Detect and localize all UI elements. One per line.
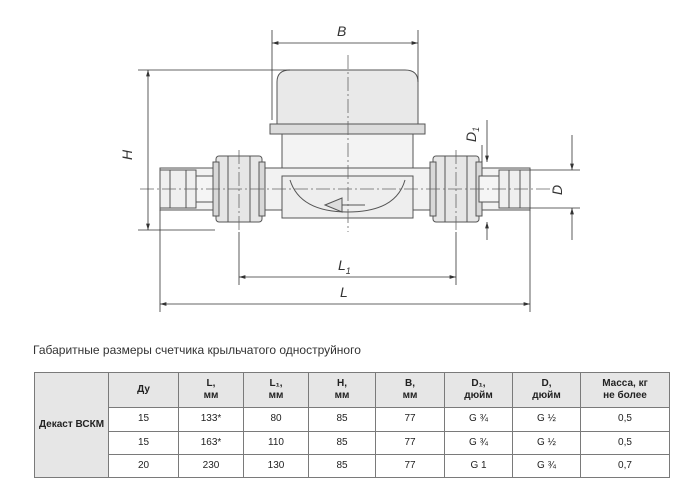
table-cell: 77	[375, 430, 445, 455]
table-cell: 85	[308, 407, 376, 432]
table-cell: G ¾	[444, 430, 513, 455]
dim-L1	[238, 232, 457, 285]
table-cell: 20	[108, 453, 179, 479]
table-cell: 130	[243, 453, 309, 479]
table-row: 15 133* 80 85 77 G ¾ G ½ 0,5	[35, 407, 670, 432]
table-row: 15 163* 110 85 77 G ¾ G ½ 0,5	[35, 430, 670, 455]
label-H: H	[119, 149, 135, 160]
header-cell: D,дюйм	[512, 371, 581, 409]
table-cell: 110	[243, 430, 309, 455]
table-cell: 163*	[178, 430, 244, 455]
dim-L	[159, 210, 531, 312]
label-D1: D1	[463, 127, 481, 142]
dim-H	[138, 69, 290, 231]
header-cell: L₁,мм	[243, 371, 309, 409]
table-cell: 85	[308, 430, 376, 455]
header-cell: H,мм	[308, 371, 376, 409]
table-cell: 85	[308, 453, 376, 479]
table-cell: 0,5	[580, 430, 670, 455]
label-L: L	[340, 284, 348, 300]
table-cell: 77	[375, 407, 445, 432]
table-row: 20 230 130 85 77 G 1 G ¾ 0,7	[35, 453, 670, 479]
label-L1: L1	[338, 257, 351, 276]
table-cell: G 1	[444, 453, 513, 479]
header-cell: B,мм	[375, 371, 445, 409]
table-cell: G ½	[512, 430, 581, 455]
table-header-row: Декаст ВСКМ Ду L,мм L₁,мм H,мм B,мм D₁,д…	[34, 371, 670, 478]
table-cell: 15	[108, 430, 179, 455]
table-cell: G ¾	[444, 407, 513, 432]
table-caption: Габаритные размеры счетчика крыльчатого …	[33, 343, 361, 357]
table-cell: G ¾	[512, 453, 581, 479]
table-cell: 77	[375, 453, 445, 479]
dim-B	[271, 30, 419, 120]
center-lines	[140, 55, 555, 232]
table-cell: 133*	[178, 407, 244, 432]
header-cell: Ду	[108, 371, 179, 409]
model-cell: Декаст ВСКМ	[34, 372, 109, 478]
table-cell: 0,7	[580, 453, 670, 479]
dim-D1	[481, 120, 489, 240]
water-meter-drawing: B H D1 D L1 L	[119, 23, 580, 312]
header-cell: D₁,дюйм	[444, 371, 513, 409]
table-cell: 80	[243, 407, 309, 432]
table-cell: 230	[178, 453, 244, 479]
table-cell: G ½	[512, 407, 581, 432]
dim-D	[530, 135, 580, 240]
meter-cap	[269, 69, 426, 177]
header-cell: L,мм	[178, 371, 244, 409]
table-cell: 15	[108, 407, 179, 432]
table-cell: 0,5	[580, 407, 670, 432]
label-D: D	[549, 185, 565, 195]
label-B: B	[337, 23, 346, 39]
dimensions-table: Декаст ВСКМ Ду L,мм L₁,мм H,мм B,мм D₁,д…	[34, 371, 670, 479]
